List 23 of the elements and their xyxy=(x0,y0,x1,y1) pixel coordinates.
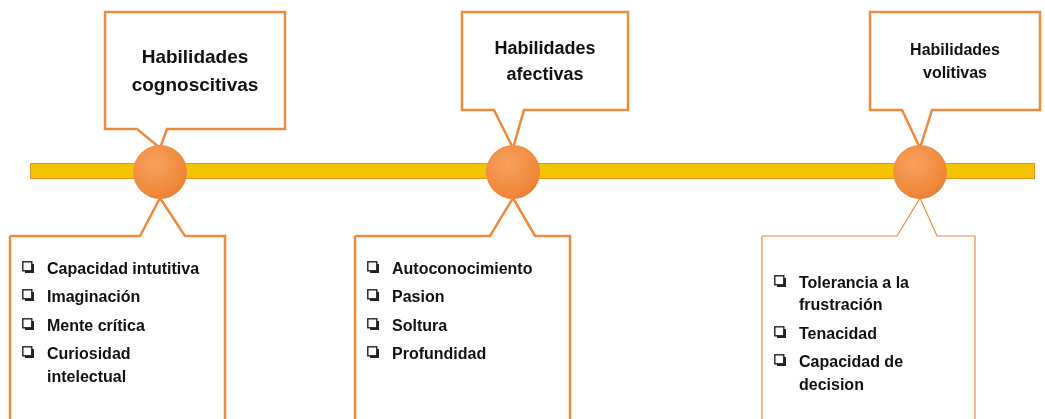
callout-box xyxy=(105,12,285,148)
timeline-marker-circle xyxy=(893,145,947,199)
callout-box xyxy=(10,198,225,419)
category-heading: Habilidades cognoscitivas xyxy=(130,44,260,97)
callout-box xyxy=(762,198,975,419)
category-heading: Habilidades volitivas xyxy=(909,39,1001,83)
callout-box xyxy=(355,198,570,419)
list-item: Imaginación xyxy=(47,287,141,308)
list-item: Soltura xyxy=(392,315,448,336)
callout-box xyxy=(870,12,1040,148)
category-heading: Habilidades afectivas xyxy=(493,36,597,86)
list-item: Pasion xyxy=(392,287,445,308)
list-item: Profundidad xyxy=(392,344,487,365)
list-item: Curiosidad intelectual xyxy=(47,344,132,387)
list-item: Tenacidad xyxy=(799,323,877,344)
list-item: Capacidad intutitiva xyxy=(47,259,200,279)
list-item: Capacidad de decision xyxy=(799,352,905,395)
list-item: Mente crítica xyxy=(47,315,145,336)
timeline-marker-circle xyxy=(486,145,540,199)
callout-box xyxy=(462,12,628,148)
list-item: Tolerancia a la frustración xyxy=(799,273,910,316)
list-item: Autoconocimiento xyxy=(392,259,533,279)
timeline-marker-circle xyxy=(133,145,187,199)
